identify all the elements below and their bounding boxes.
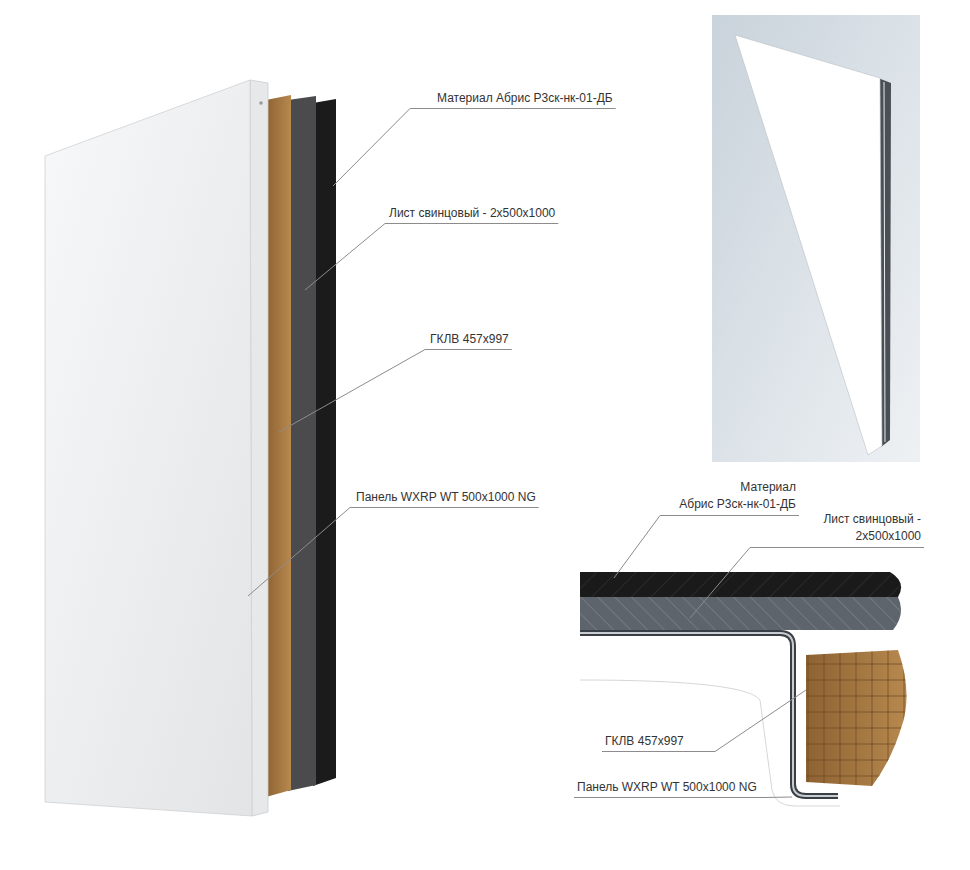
callout-label: ГКЛВ 457х997 bbox=[605, 734, 684, 749]
leader-line bbox=[410, 108, 616, 109]
callout-label: Материал Абрис Р3ск-нк-01-ДБ bbox=[437, 91, 613, 106]
callout-label: Панель WXRP WT 500х1000 NG bbox=[356, 490, 536, 505]
callout-label: Лист свинцовый - 2х500х1000 bbox=[823, 511, 921, 545]
leader-line bbox=[614, 516, 660, 579]
callout-label: Материал Абрис Р3ск-нк-01-ДБ bbox=[679, 479, 796, 513]
leader-line bbox=[602, 751, 715, 752]
leader-line bbox=[350, 507, 539, 508]
exploded-panel bbox=[45, 80, 336, 816]
leader-line bbox=[333, 109, 410, 187]
callout-label: Панель WXRP WT 500х1000 NG bbox=[577, 780, 757, 795]
leader-line bbox=[574, 797, 765, 798]
assembled-panel-view bbox=[712, 15, 920, 462]
cross-section bbox=[580, 572, 907, 806]
leader-line bbox=[765, 797, 792, 799]
leader-line bbox=[305, 224, 385, 291]
leader-line bbox=[385, 223, 558, 224]
callout-label: ГКЛВ 457х997 bbox=[430, 332, 509, 347]
leader-line bbox=[248, 508, 350, 597]
leader-line bbox=[750, 547, 924, 548]
leader-line bbox=[660, 515, 799, 516]
leader-line bbox=[715, 690, 806, 752]
leader-line bbox=[690, 548, 750, 619]
callout-label: Лист свинцовый - 2х500х1000 bbox=[389, 206, 555, 221]
leader-line bbox=[279, 350, 425, 433]
leader-line bbox=[425, 349, 512, 350]
